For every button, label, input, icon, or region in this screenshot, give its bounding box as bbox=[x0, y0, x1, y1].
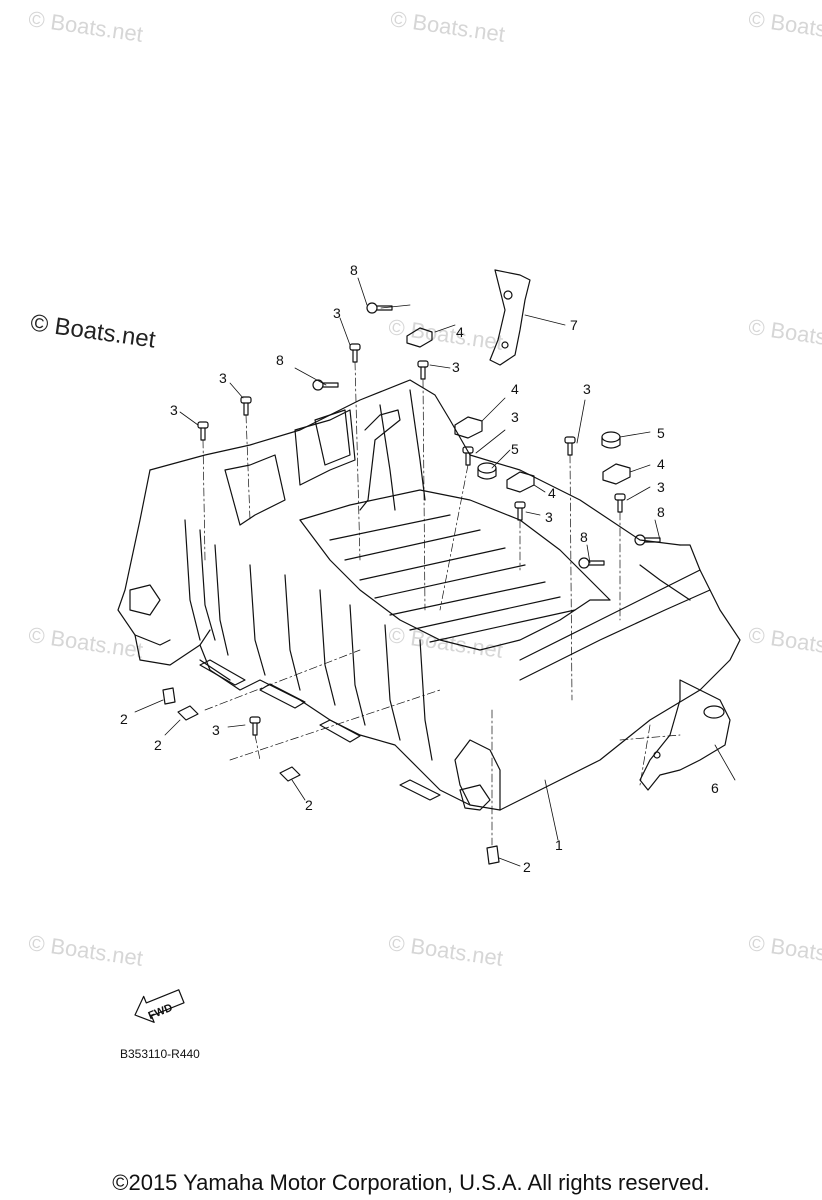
bracket-part-7 bbox=[489, 269, 531, 366]
alignment-lines bbox=[202, 361, 681, 846]
callout-3: 3 bbox=[511, 409, 519, 425]
callout-3: 3 bbox=[657, 479, 665, 495]
callout-4: 4 bbox=[456, 324, 464, 340]
diagram-code: B353110-R440 bbox=[120, 1047, 200, 1061]
callout-3: 3 bbox=[583, 381, 591, 397]
callout-4: 4 bbox=[657, 456, 665, 472]
callout-8: 8 bbox=[580, 529, 588, 545]
fwd-arrow-icon bbox=[134, 989, 185, 1023]
callout-2: 2 bbox=[154, 737, 162, 753]
callout-2: 2 bbox=[305, 797, 313, 813]
callout-3: 3 bbox=[212, 722, 220, 738]
callout-8: 8 bbox=[657, 504, 665, 520]
callout-1: 1 bbox=[555, 837, 563, 853]
flap-part-6 bbox=[639, 679, 731, 791]
callout-4: 4 bbox=[548, 485, 556, 501]
callout-4: 4 bbox=[511, 381, 519, 397]
callout-2: 2 bbox=[120, 711, 128, 727]
callout-6: 6 bbox=[711, 780, 719, 796]
copyright-notice: ©2015 Yamaha Motor Corporation, U.S.A. A… bbox=[112, 1170, 710, 1195]
callout-3: 3 bbox=[333, 305, 341, 321]
callout-8: 8 bbox=[350, 262, 358, 278]
callout-7: 7 bbox=[570, 317, 578, 333]
callout-8: 8 bbox=[276, 352, 284, 368]
callout-3: 3 bbox=[170, 402, 178, 418]
grommets-part-5 bbox=[477, 431, 621, 480]
leader-lines bbox=[134, 277, 736, 867]
callout-3: 3 bbox=[545, 509, 553, 525]
callout-5: 5 bbox=[511, 441, 519, 457]
callout-3: 3 bbox=[219, 370, 227, 386]
callout-2: 2 bbox=[523, 859, 531, 875]
callout-3: 3 bbox=[452, 359, 460, 375]
clips-part-2 bbox=[162, 687, 500, 865]
screws-part-8 bbox=[312, 302, 661, 569]
callout-5: 5 bbox=[657, 425, 665, 441]
